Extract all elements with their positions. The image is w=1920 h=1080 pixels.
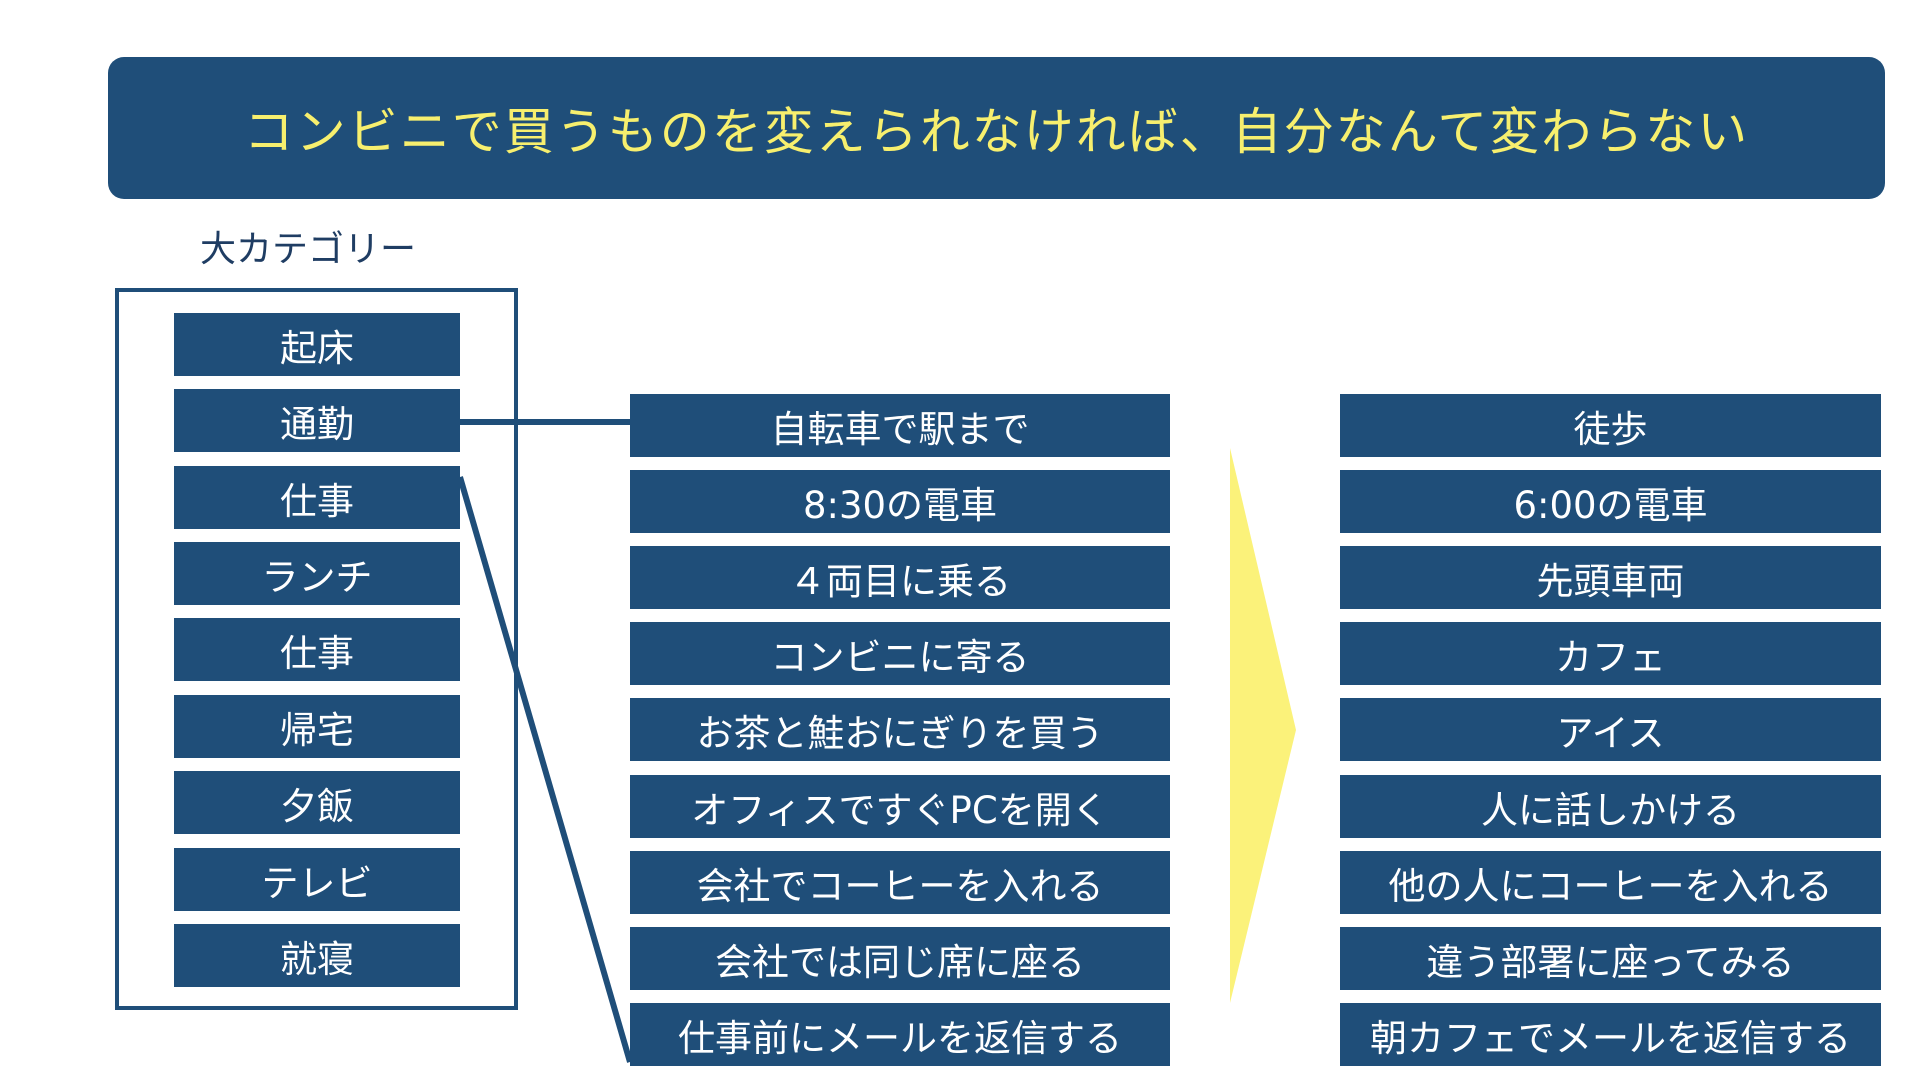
category-item-tv: テレビ bbox=[174, 848, 460, 911]
changed-action-item: 他の人にコーヒーを入れる bbox=[1340, 851, 1881, 914]
category-item-return-home: 帰宅 bbox=[174, 695, 460, 758]
category-heading: 大カテゴリー bbox=[200, 229, 417, 270]
changed-action-item: 6:00の電車 bbox=[1340, 470, 1881, 533]
changed-action-item: 徒歩 bbox=[1340, 394, 1881, 457]
changed-action-item: カフェ bbox=[1340, 622, 1881, 685]
current-action-item: オフィスですぐPCを開く bbox=[630, 775, 1170, 838]
category-item-wake: 起床 bbox=[174, 313, 460, 376]
change-arrow-shape bbox=[1230, 448, 1296, 1003]
page-title: コンビニで買うものを変えられなければ、自分なんて変わらない bbox=[243, 103, 1750, 161]
current-action-item: ４両目に乗る bbox=[630, 546, 1170, 609]
title-banner: コンビニで買うものを変えられなければ、自分なんて変わらない bbox=[108, 57, 1885, 199]
changed-action-item: 先頭車両 bbox=[1340, 546, 1881, 609]
changed-action-item: 人に話しかける bbox=[1340, 775, 1881, 838]
current-action-item: コンビニに寄る bbox=[630, 622, 1170, 685]
category-item-lunch: ランチ bbox=[174, 542, 460, 605]
current-action-item: 仕事前にメールを返信する bbox=[630, 1003, 1170, 1066]
category-item-sleep: 就寝 bbox=[174, 924, 460, 987]
changed-action-item: 違う部署に座ってみる bbox=[1340, 927, 1881, 990]
current-action-item: お茶と鮭おにぎりを買う bbox=[630, 698, 1170, 761]
current-action-item: 自転車で駅まで bbox=[630, 394, 1170, 457]
category-item-work-afternoon: 仕事 bbox=[174, 618, 460, 681]
current-action-item: 8:30の電車 bbox=[630, 470, 1170, 533]
category-item-work: 仕事 bbox=[174, 466, 460, 529]
changed-action-item: アイス bbox=[1340, 698, 1881, 761]
current-action-item: 会社でコーヒーを入れる bbox=[630, 851, 1170, 914]
changed-action-item: 朝カフェでメールを返信する bbox=[1340, 1003, 1881, 1066]
category-item-commute: 通勤 bbox=[174, 389, 460, 452]
category-item-dinner: 夕飯 bbox=[174, 771, 460, 834]
current-action-item: 会社では同じ席に座る bbox=[630, 927, 1170, 990]
